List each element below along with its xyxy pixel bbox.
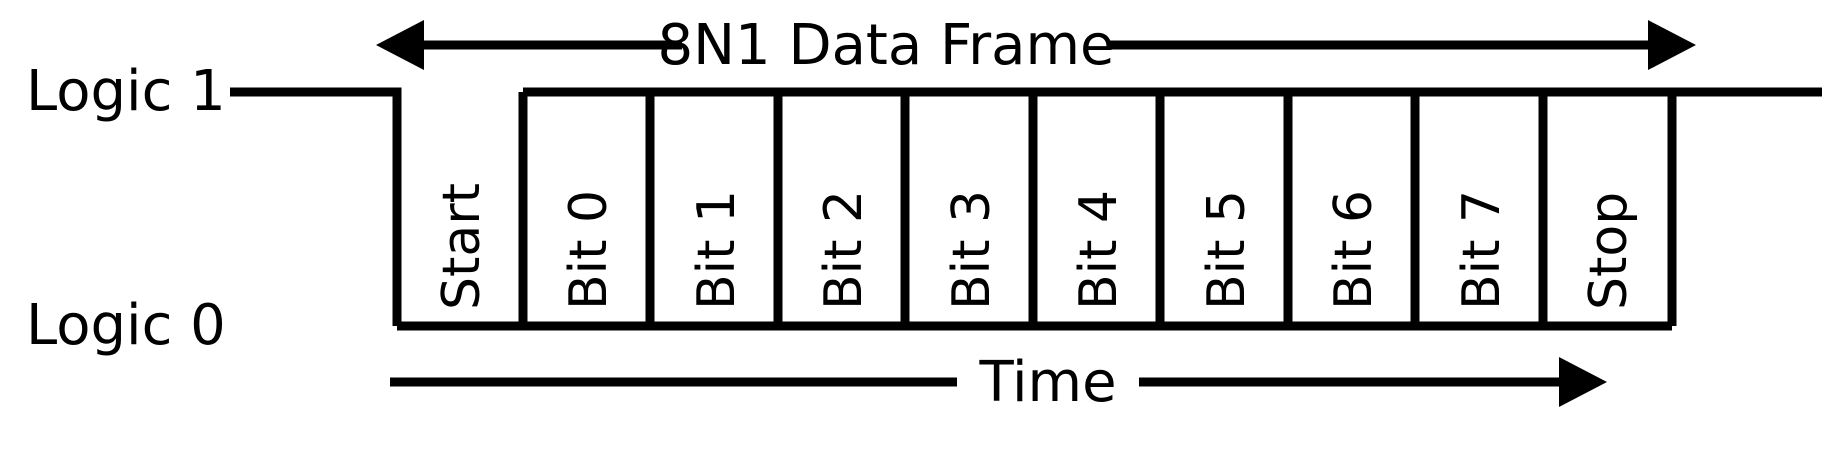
frame-title: 8N1 Data Frame xyxy=(658,13,1115,78)
cell-label-stop: Stop xyxy=(1579,192,1639,310)
cell-label-group: Start Bit 0 Bit 1 Bit 2 Bit 3 Bit 4 Bit … xyxy=(432,183,1639,310)
cell-label-bit-0: Bit 0 xyxy=(559,190,619,310)
time-axis-group: Time xyxy=(390,350,1607,415)
frame-annotation-group: 8N1 Data Frame xyxy=(376,13,1696,78)
cell-label-bit-1: Bit 1 xyxy=(687,190,747,310)
cell-divider-group xyxy=(518,92,1548,326)
cell-label-bit-2: Bit 2 xyxy=(814,190,874,310)
logic-high-label: Logic 1 xyxy=(26,59,226,124)
cell-label-start: Start xyxy=(432,183,492,310)
cell-label-bit-7: Bit 7 xyxy=(1452,190,1512,310)
time-arrow-right-head-icon xyxy=(1559,357,1607,407)
time-axis-label: Time xyxy=(978,350,1116,415)
cell-label-bit-4: Bit 4 xyxy=(1069,190,1129,310)
cell-label-bit-5: Bit 5 xyxy=(1197,190,1257,310)
cell-label-bit-3: Bit 3 xyxy=(942,190,1002,310)
waveform-idle-and-start-bit xyxy=(230,87,402,326)
frame-arrow-left-head-icon xyxy=(376,20,424,70)
logic-low-label: Logic 0 xyxy=(26,293,226,358)
frame-arrow-right-head-icon xyxy=(1648,20,1696,70)
cell-label-bit-6: Bit 6 xyxy=(1324,190,1384,310)
